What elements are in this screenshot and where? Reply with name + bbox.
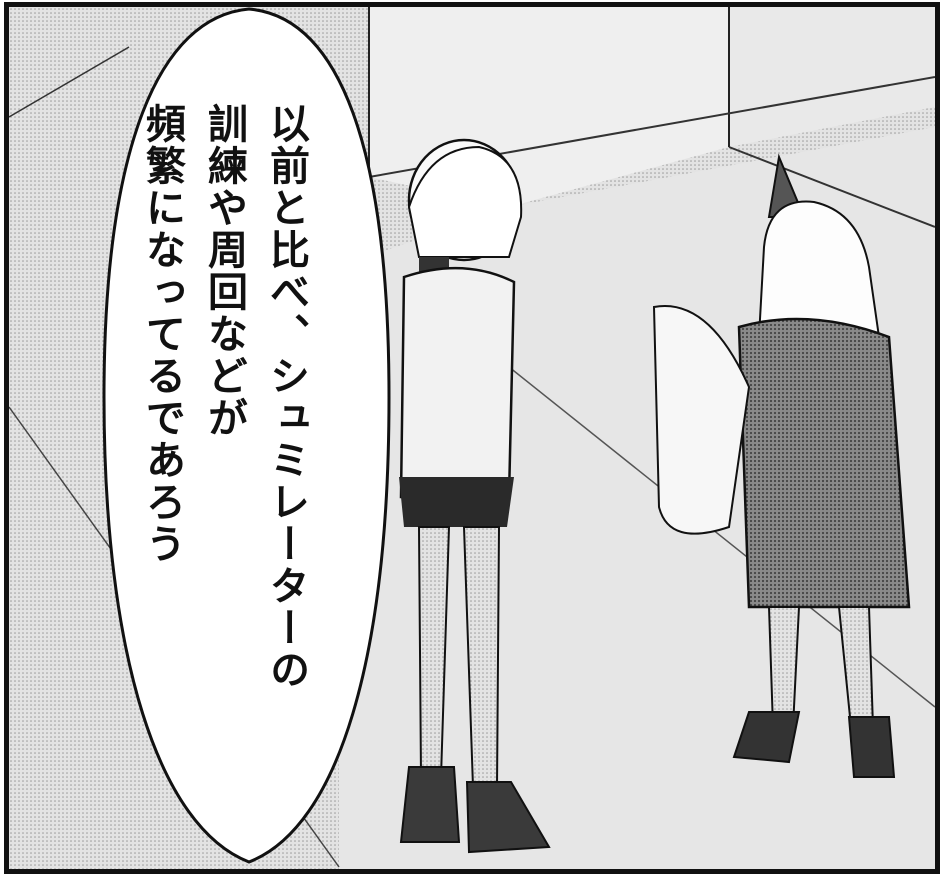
speech-balloon bbox=[102, 7, 391, 864]
balloon-line-3: 頻繁になってるであろう bbox=[139, 103, 185, 565]
panel-art bbox=[9, 7, 935, 869]
wall-line bbox=[9, 46, 130, 118]
speech-balloon-text: 以前と比べ、シュミレーターの 訓練や周回などが 頻繁になってるであろう bbox=[127, 103, 317, 783]
balloon-line-2: 訓練や周回などが bbox=[201, 103, 247, 439]
character-left bbox=[399, 138, 551, 854]
side-wall bbox=[729, 7, 935, 147]
page-margin bbox=[940, 0, 949, 882]
balloon-line-1: 以前と比べ、シュミレーターの bbox=[263, 103, 309, 691]
manga-panel: 以前と比べ、シュミレーターの 訓練や周回などが 頻繁になってるであろう bbox=[4, 2, 940, 874]
floor-seam bbox=[728, 146, 935, 228]
character-right bbox=[652, 153, 911, 778]
